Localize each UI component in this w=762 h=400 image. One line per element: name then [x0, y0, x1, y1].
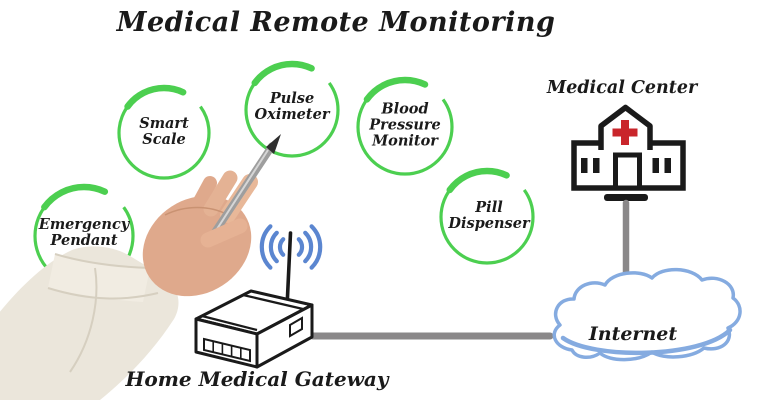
internet-label: Internet — [588, 323, 678, 345]
sensor-label-pill-dispenser: Pill Dispenser — [448, 198, 530, 232]
wifi-router-icon — [194, 224, 323, 369]
medical-center-label: Medical Center — [546, 78, 698, 98]
thumb — [200, 218, 248, 248]
sensor-label-smart-scale: Smart Scale — [139, 114, 189, 148]
hospital-base-bar — [604, 194, 648, 201]
hospital-windows — [581, 158, 671, 173]
hospital-door — [613, 152, 642, 191]
page-title: Medical Remote Monitoring — [116, 7, 556, 38]
pen-icon — [211, 134, 281, 236]
hospital-building-icon — [571, 104, 686, 201]
shirt-cuff — [48, 254, 150, 302]
router-ports — [203, 316, 303, 363]
sensor-label-pulse-oximeter: Pulse Oximeter — [254, 89, 330, 123]
wifi-signal-icon — [259, 224, 323, 270]
pen-tip — [266, 134, 281, 154]
cloud-icon — [552, 267, 742, 362]
home-medical-gateway-label: Home Medical Gateway — [125, 367, 389, 391]
red-cross-icon — [612, 120, 638, 145]
hand-holding-pen — [0, 134, 281, 400]
sensor-label-blood-pressure-monitor: Blood Pressure Monitor — [369, 100, 441, 151]
sensor-label-emergency-pendant: Emergency Pendant — [38, 215, 130, 249]
